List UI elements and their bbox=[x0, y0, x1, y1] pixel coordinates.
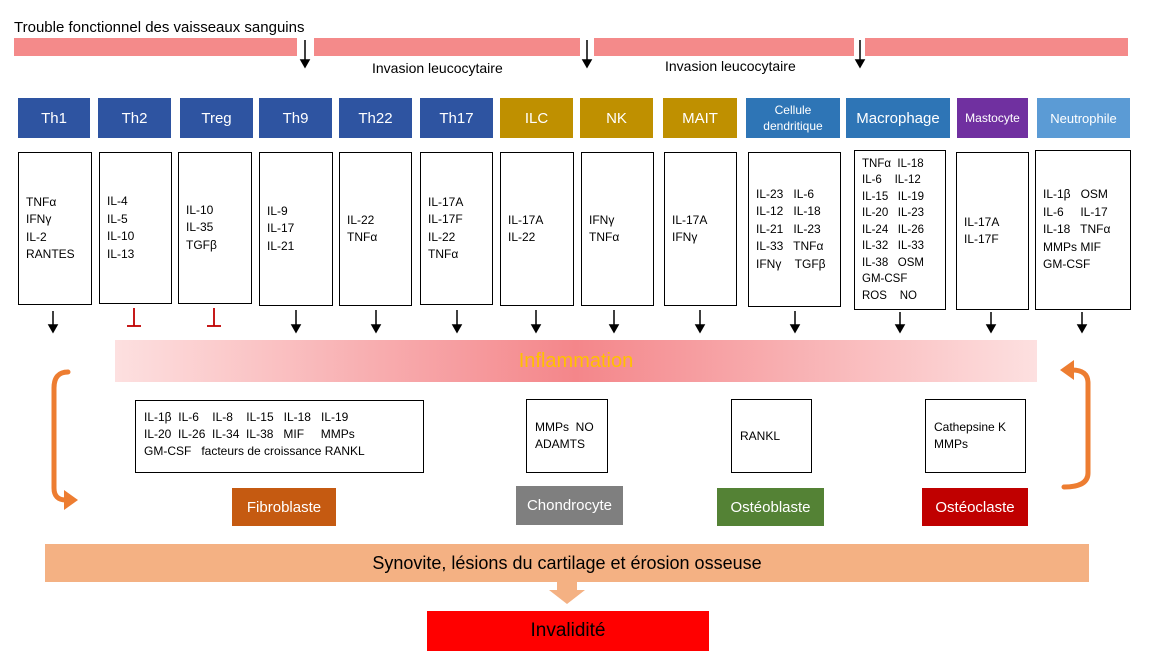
outcome-down-arrow bbox=[549, 582, 585, 604]
outcome-bar: Synovite, lésions du cartilage et érosio… bbox=[45, 544, 1089, 582]
top-bar-segment-3 bbox=[594, 38, 854, 56]
left-cycle-arrowhead bbox=[64, 490, 78, 510]
effector-osteoclaste: Ostéoclaste bbox=[922, 488, 1028, 526]
mediators-chondrocyte: MMPs NO ADAMTS bbox=[526, 399, 608, 473]
cell-mait: MAIT bbox=[663, 98, 737, 138]
cytokines-th9: IL-9 IL-17 IL-21 bbox=[259, 152, 333, 306]
effector-osteoblaste: Ostéoblaste bbox=[717, 488, 824, 526]
inhibition-marks bbox=[127, 308, 221, 327]
cytokines-neutrophile: IL-1β OSM IL-6 IL-17 IL-18 TNFα MMPs MIF… bbox=[1035, 150, 1131, 310]
cell-th17: Th17 bbox=[420, 98, 493, 138]
right-cycle-arrowhead bbox=[1060, 360, 1074, 380]
cytokines-th17: IL-17A IL-17F IL-22 TNFα bbox=[420, 152, 493, 305]
cytokines-mait: IL-17A IFNγ bbox=[664, 152, 737, 306]
effector-fibroblaste: Fibroblaste bbox=[232, 488, 336, 526]
cytokines-th22: IL-22 TNFα bbox=[339, 152, 412, 306]
cell-neutrophile: Neutrophile bbox=[1037, 98, 1130, 138]
inflammation-bar bbox=[115, 340, 1037, 382]
effector-chondrocyte: Chondrocyte bbox=[516, 486, 623, 525]
cell-th1: Th1 bbox=[18, 98, 90, 138]
top-bar-segment-2 bbox=[314, 38, 580, 56]
right-cycle-arrow bbox=[1061, 367, 1091, 490]
cytokines-th1: TNFα IFNγ IL-2 RANTES bbox=[18, 152, 92, 305]
leukocyte-invasion-label-1: Invasion leucocytaire bbox=[372, 60, 503, 76]
cell-ilc: ILC bbox=[500, 98, 573, 138]
mediators-osteoblaste: RANKL bbox=[731, 399, 812, 473]
cell-nk: NK bbox=[580, 98, 653, 138]
mediators-osteoclaste: Cathepsine K MMPs bbox=[925, 399, 1026, 473]
final-outcome: Invalidité bbox=[427, 611, 709, 651]
inflammation-label: Inflammation bbox=[518, 349, 634, 372]
cell-mastocyte: Mastocyte bbox=[957, 98, 1028, 138]
cell-dendritic: Cellule dendritique bbox=[746, 98, 840, 138]
activation-arrows bbox=[47, 310, 1088, 334]
leukocyte-invasion-label-2: Invasion leucocytaire bbox=[665, 58, 796, 74]
cytokines-dendritic: IL-23 IL-6 IL-12 IL-18 IL-21 IL-23 IL-33… bbox=[748, 152, 841, 307]
mediators-fibroblaste: IL-1β IL-6 IL-8 IL-15 IL-18 IL-19 IL-20 … bbox=[135, 400, 424, 473]
cell-th2: Th2 bbox=[98, 98, 171, 138]
vessel-dysfunction-title: Trouble fonctionnel des vaisseaux sangui… bbox=[14, 19, 305, 36]
top-arrows bbox=[299, 40, 866, 69]
cytokines-mastocyte: IL-17A IL-17F bbox=[956, 152, 1029, 310]
cell-th22: Th22 bbox=[339, 98, 412, 138]
top-bar-segment-1 bbox=[14, 38, 297, 56]
cell-th9: Th9 bbox=[259, 98, 332, 138]
cell-macrophage: Macrophage bbox=[846, 98, 950, 138]
cytokines-macrophage: TNFα IL-18 IL-6 IL-12 IL-15 IL-19 IL-20 … bbox=[854, 150, 946, 310]
cytokines-ilc: IL-17A IL-22 bbox=[500, 152, 574, 306]
left-cycle-arrow bbox=[51, 369, 71, 503]
cytokines-nk: IFNγ TNFα bbox=[581, 152, 654, 306]
top-bar-segment-4 bbox=[865, 38, 1128, 56]
cytokines-treg: IL-10 IL-35 TGFβ bbox=[178, 152, 252, 304]
cytokines-th2: IL-4 IL-5 IL-10 IL-13 bbox=[99, 152, 172, 304]
cell-treg: Treg bbox=[180, 98, 253, 138]
